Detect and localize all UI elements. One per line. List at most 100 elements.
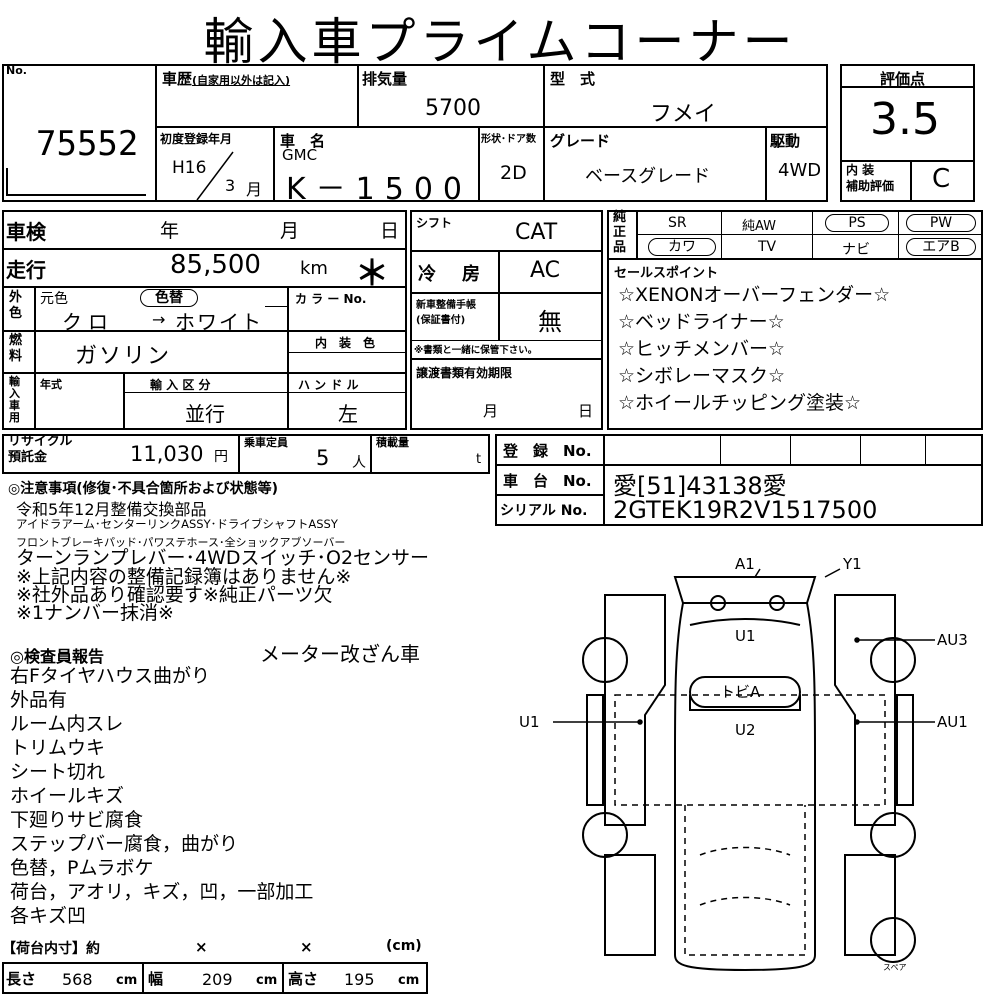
cargo-length-value: 568	[62, 970, 93, 989]
recycle-label: リサイクル預託金	[8, 434, 73, 465]
recycle-value: 11,030	[130, 442, 204, 466]
label-u2: U2	[735, 721, 756, 739]
notes-line: 令和5年12月整備交換部品	[16, 500, 207, 519]
cargo-width-value: 209	[202, 970, 233, 989]
load-unit: t	[476, 452, 482, 467]
rating-box	[840, 64, 975, 202]
mileage-asterisk: ＊	[355, 254, 389, 294]
label-y1: Y1	[842, 555, 862, 573]
shift-ac-block	[410, 210, 603, 430]
color-no-label: カ ラ ー No.	[295, 292, 367, 306]
car-name-value: K－1500	[286, 172, 473, 207]
recycle-unit: 円	[214, 449, 228, 465]
right-sill	[896, 694, 914, 806]
handle-value: 左	[338, 402, 358, 426]
car-body-outline	[674, 602, 816, 972]
notes-line: フロントブレーキパッド･パワステホース･全ショックアブソーバー	[16, 536, 346, 549]
label-u1-left: U1	[519, 713, 540, 731]
inspector-item: 荷台，アオリ，キズ，凹，一部加工	[10, 881, 314, 903]
sales-point-item: ☆ヒッチメンバー☆	[618, 338, 786, 360]
left-sill	[586, 694, 604, 806]
equip-airbag: エアB	[906, 238, 976, 256]
mileage-value: 85,500	[170, 250, 261, 280]
repaint-marker: 色替	[140, 289, 198, 307]
inspector-item: ステップバー腐食，曲がり	[10, 833, 239, 855]
ac-value: AC	[530, 258, 561, 283]
inspection-day-unit: 日	[380, 220, 400, 242]
sales-point-item: ☆シボレーマスク☆	[618, 365, 786, 387]
import-side-label: 輸入車用	[9, 375, 20, 424]
roof-mark	[689, 676, 801, 708]
new-color-value: ホワイト	[175, 310, 263, 334]
capacity-value: 5	[316, 446, 330, 470]
orig-color-label: 元色	[40, 291, 68, 307]
color-side-label: 外色	[9, 290, 23, 321]
inspector-item: ホイールキズ	[10, 785, 125, 807]
right-side-panel	[834, 594, 896, 826]
doors-label: 形状･ドア数	[481, 134, 536, 145]
model-value: フメイ	[650, 102, 717, 127]
car-name-label: 車 名	[280, 132, 326, 150]
spec-block	[2, 210, 407, 430]
shift-label: シフト	[416, 216, 453, 230]
notes-line: ターンランプレバー･4WDスイッチ･O2センサー	[16, 547, 430, 569]
equip-alloy-wheel: 純AW	[742, 219, 777, 234]
chassis-label: 車 台 No.	[503, 472, 592, 490]
first-reg-label: 初度登録年月	[160, 132, 233, 146]
spare-tire	[870, 917, 916, 963]
import-year-label: 年式	[40, 378, 62, 391]
chassis-value: 愛[51]43138愛	[613, 472, 787, 500]
inspector-item: トリムウキ	[10, 737, 106, 759]
registration-label: 登 録 No.	[503, 442, 592, 460]
inspector-item: 右Fタイヤハウス曲がり	[10, 665, 210, 687]
cargo-height-value: 195	[344, 970, 375, 989]
left-side-panel	[604, 594, 666, 826]
handle-label: ハ ン ド ル	[298, 378, 359, 392]
wheel-rr	[870, 812, 916, 858]
history-label: 車歴(自家用以外は記入)	[162, 70, 291, 88]
cargo-times-2: ×	[300, 938, 313, 956]
page-title: 輸入車プライムコーナー	[203, 13, 797, 71]
rating-label: 評価点	[880, 70, 926, 88]
sales-points-label: セールスポイント	[614, 266, 719, 281]
inspector-item: 外品有	[10, 689, 68, 711]
notes-header: ◎注意事項(修復･不具合箇所および状態等)	[8, 481, 279, 497]
sales-points-list: ☆XENONオーバーフェンダー☆ ☆ベッドライナー☆ ☆ヒッチメンバー☆ ☆シボ…	[618, 282, 890, 417]
sales-point-item: ☆ベッドライナー☆	[618, 311, 785, 333]
wheel-fr	[870, 637, 916, 683]
wheel-rl	[582, 812, 628, 858]
vehicle-info-block	[2, 64, 828, 202]
manual-note: ※書類と一緒に保管下さい。	[414, 345, 538, 356]
label-au3: AU3	[937, 631, 968, 649]
recycle-block	[2, 434, 490, 474]
inspection-year-unit: 年	[160, 220, 180, 242]
transfer-month: 月	[483, 402, 499, 420]
label-u1-top: U1	[735, 627, 756, 645]
sales-point-item: ☆XENONオーバーフェンダー☆	[618, 284, 891, 306]
rating-value: 3.5	[870, 94, 940, 145]
no-label: No.	[6, 64, 27, 77]
equip-leather: カワ	[648, 238, 716, 256]
cargo-dimensions-table	[2, 962, 428, 994]
cargo-height-unit: cm	[398, 973, 420, 988]
transfer-day: 日	[578, 402, 594, 420]
inspector-item: 色替，Pムラボケ	[10, 857, 154, 879]
cargo-length-label: 長さ	[6, 970, 37, 988]
grade-value: ベースグレード	[585, 166, 711, 187]
cargo-header: 【荷台内寸】約	[2, 941, 100, 957]
shift-value: CAT	[515, 220, 558, 245]
cargo-height-label: 高さ	[288, 970, 319, 988]
first-reg-year: H16	[172, 158, 207, 178]
label-tobi: トビA	[720, 683, 761, 701]
interior-color-label: 内 装 色	[315, 336, 376, 350]
car-damage-diagram: A1 Y1 U1 AU3 トビA U1 U2 AU1 スペア	[519, 555, 968, 972]
fuel-side-label: 燃料	[9, 333, 23, 364]
fuel-value: ガソリン	[75, 344, 172, 369]
mileage-unit: km	[300, 258, 328, 279]
car-maker: GMC	[282, 146, 318, 164]
front-bumper	[673, 576, 817, 604]
displacement-label: 排気量	[362, 70, 408, 88]
interior-rating-label: 内 装補助評価	[846, 163, 895, 193]
manual-label: 新車整備手帳(保証書付)	[416, 300, 476, 326]
label-spare: スペア	[883, 963, 906, 972]
